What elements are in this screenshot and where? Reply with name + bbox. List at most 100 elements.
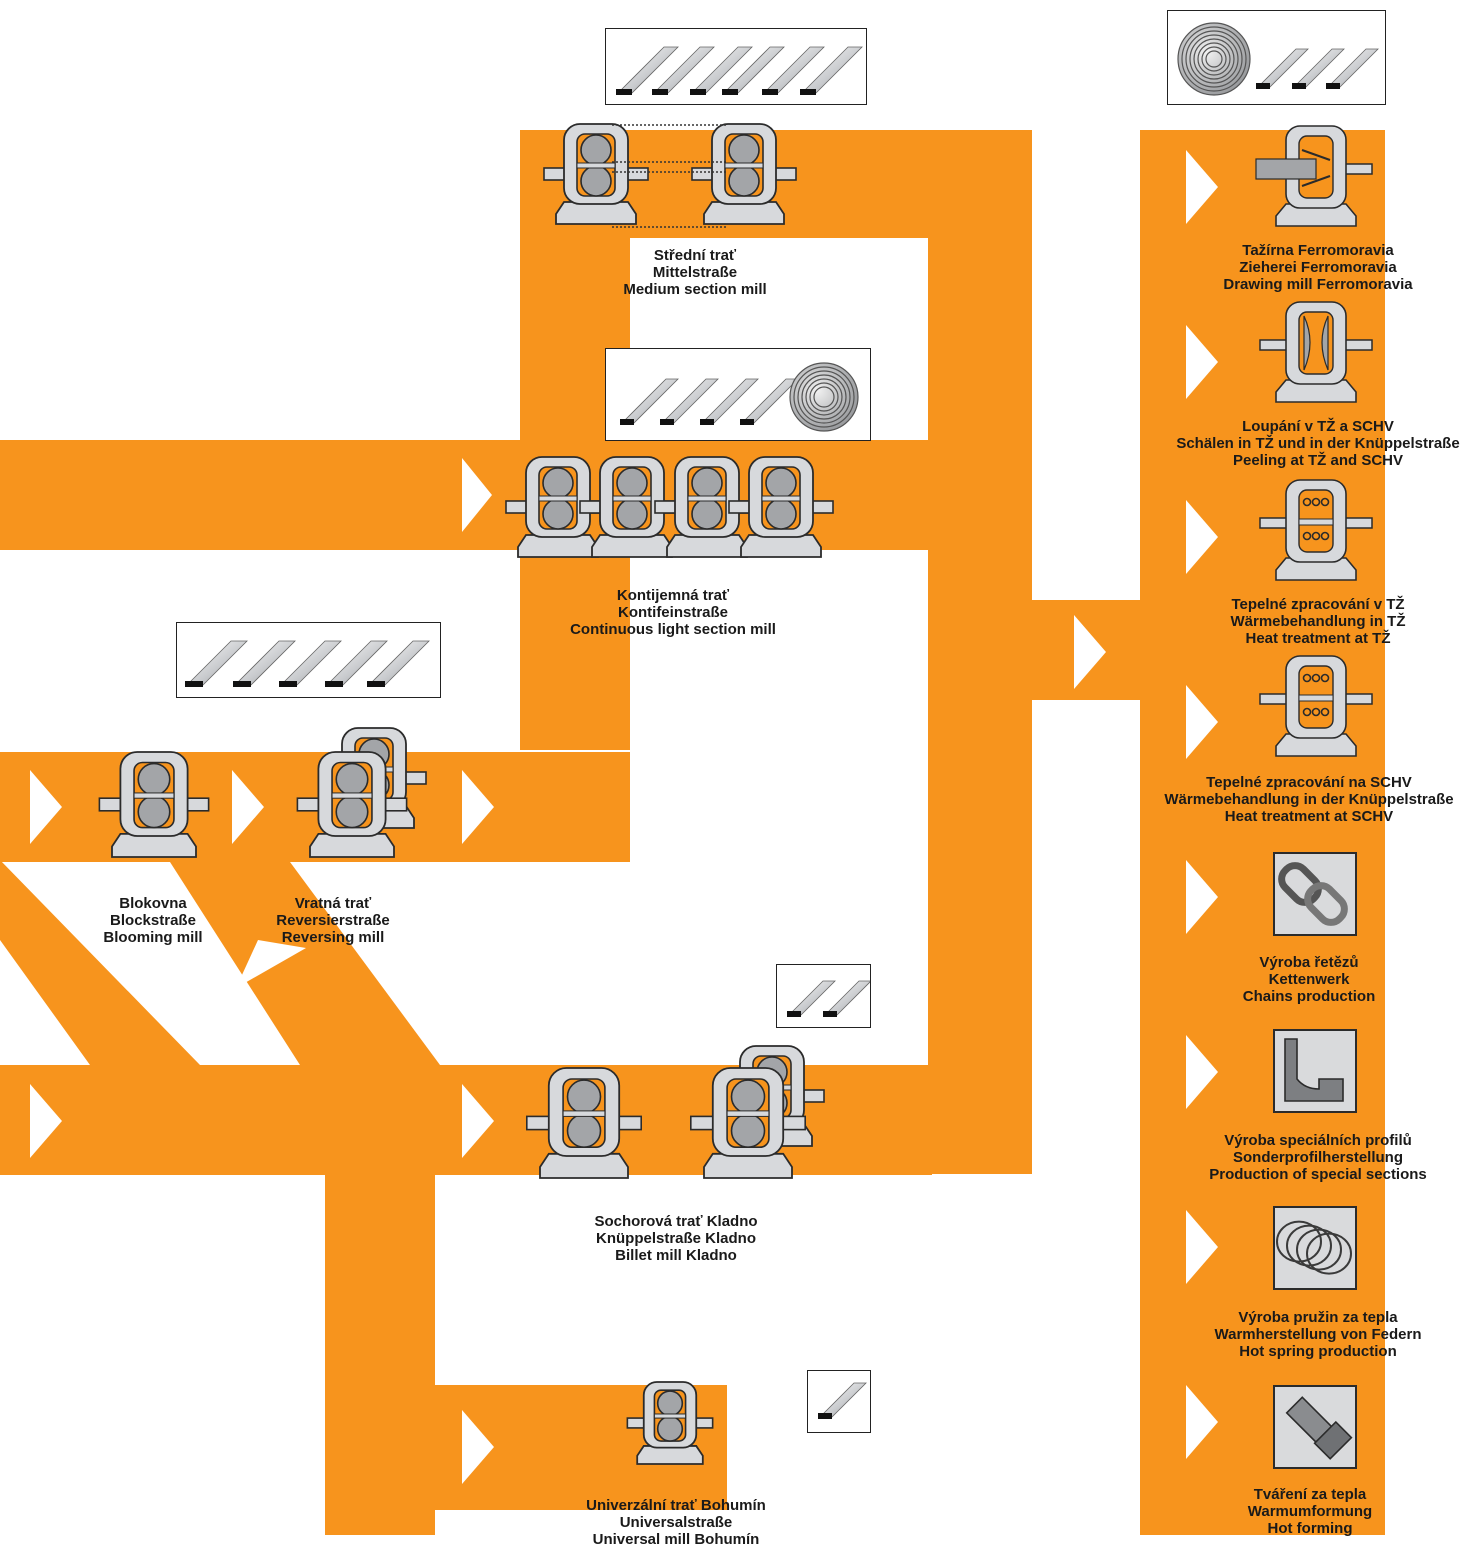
label-line: Tváření za tepla xyxy=(1253,1486,1367,1503)
label-processing-8: Tváření za tepla Warmumformung Hot formi… xyxy=(1248,1486,1372,1537)
arrow-connector xyxy=(1074,615,1106,689)
stand-billet-1 xyxy=(525,1067,642,1179)
product-box-processing xyxy=(1167,10,1386,105)
arrow-proc-4 xyxy=(1186,685,1218,759)
label-line: Universalstraße xyxy=(619,1514,733,1531)
label-processing-7: Výroba pružin za tepla Warmherstellung v… xyxy=(1215,1309,1422,1360)
profile-bar-5 xyxy=(367,640,430,687)
label-line: Tepelné zpracování v TŽ xyxy=(1231,596,1405,613)
mill-stands xyxy=(98,123,834,1465)
flat-bar-icon xyxy=(818,1382,867,1419)
processing-icons xyxy=(1255,125,1373,1469)
stand-reversing-front xyxy=(296,751,408,858)
arrow-billet-b xyxy=(462,1084,494,1158)
label-line: Blockstraße xyxy=(110,912,196,929)
label-line: Sochorová trať Kladno xyxy=(594,1213,758,1230)
label-processing-5: Výroba řetězů Kettenwerk Chains producti… xyxy=(1243,954,1376,1005)
bar-coil-icon xyxy=(620,362,859,432)
label-line: Kontifeinstraße xyxy=(617,604,729,621)
stand-billet-front xyxy=(689,1067,806,1179)
label-processing-1: Tažírna Ferromoravia Zieherei Ferromorav… xyxy=(1223,242,1412,293)
label-line: Universal mill Bohumín xyxy=(592,1531,760,1548)
profiles-icon xyxy=(185,640,430,687)
label-line: Production of special sections xyxy=(1209,1166,1427,1183)
label-line: Peeling at TŽ and SCHV xyxy=(1232,452,1404,469)
label-line: Sonderprofilherstellung xyxy=(1232,1149,1404,1166)
arrow-proc-1 xyxy=(1186,150,1218,224)
label-processing-4: Tepelné zpracování na SCHV Wärmebehandlu… xyxy=(1164,774,1453,825)
section-bar-6 xyxy=(800,46,863,95)
product-box-medium xyxy=(605,28,867,105)
heat-treatment-icon-2 xyxy=(1259,655,1373,757)
wire-coil-icon xyxy=(1177,22,1251,96)
arrow-continuous xyxy=(462,458,492,532)
product-box-billet xyxy=(776,964,872,1028)
section-bar-1 xyxy=(616,46,679,95)
stand-blooming xyxy=(98,751,210,858)
section-bar-4 xyxy=(722,46,785,95)
flow-paths xyxy=(0,130,1385,1535)
profile-bar-1 xyxy=(185,640,248,687)
label-line: Chains production xyxy=(1242,988,1376,1005)
product-box-universal xyxy=(807,1370,871,1433)
special-section-icon xyxy=(1273,1029,1357,1113)
flow-diagonal-left xyxy=(0,860,200,1065)
arrow-proc-3 xyxy=(1186,500,1218,574)
stand-universal xyxy=(626,1381,714,1465)
arrow-proc-8 xyxy=(1186,1385,1218,1459)
heat-treatment-icon-1 xyxy=(1259,479,1373,581)
sections-icon xyxy=(616,46,863,95)
label-line: Kontijemná trať xyxy=(616,587,730,604)
section-bar-3 xyxy=(690,46,753,95)
label-line: Blooming mill xyxy=(103,929,203,946)
section-bar-2 xyxy=(652,46,715,95)
stand-continuous-4 xyxy=(728,456,834,558)
section-bar-5 xyxy=(762,46,825,95)
flow-main-right-down xyxy=(928,130,1032,1174)
billet-icon xyxy=(787,980,872,1017)
stand-continuous-2 xyxy=(579,456,685,558)
arrow-blooming-c xyxy=(462,770,494,844)
label-line: Continuous light section mill xyxy=(570,621,776,638)
label-line: Výroba pružin za tepla xyxy=(1238,1309,1398,1326)
flow-arrows xyxy=(30,150,1218,1484)
label-processing-2: Loupání v TŽ a SCHV Schälen in TŽ und in… xyxy=(1176,418,1459,469)
label-line: Tažírna Ferromoravia xyxy=(1242,242,1394,259)
label-line: Zieherei Ferromoravia xyxy=(1239,259,1397,276)
stand-medium-2 xyxy=(691,123,797,225)
arrow-blooming-b xyxy=(232,770,264,844)
product-box-continuous xyxy=(605,348,871,441)
label-line: Drawing mill Ferromoravia xyxy=(1223,276,1413,293)
label-line: Schälen in TŽ und in der Knüppelstraße xyxy=(1176,435,1460,452)
label-universal-mill: Univerzální trať Bohumín Universalstraße… xyxy=(586,1497,766,1548)
label-line: Medium section mill xyxy=(623,281,767,298)
label-line: Kettenwerk xyxy=(1268,971,1350,988)
arrow-proc-7 xyxy=(1186,1210,1218,1284)
label-line: Vratná trať xyxy=(294,895,372,912)
flat-bar xyxy=(818,1382,867,1419)
label-line: Hot spring production xyxy=(1239,1343,1397,1360)
label-line: Výroba řetězů xyxy=(1259,954,1359,971)
label-line: Reversing mill xyxy=(281,929,385,946)
label-reversing-mill: Vratná trať Reversierstraße Reversing mi… xyxy=(276,895,389,946)
spring-icon xyxy=(1273,1206,1357,1290)
label-line: Knüppelstraße Kladno xyxy=(595,1230,757,1247)
stand-continuous-1 xyxy=(505,456,611,558)
label-line: Reversierstraße xyxy=(276,912,390,929)
drawn-bar-2 xyxy=(1292,48,1345,89)
profile-bar-4 xyxy=(325,640,388,687)
profile-bar-3 xyxy=(279,640,342,687)
label-processing-6: Výroba speciálních profilů Sonderprofilh… xyxy=(1209,1132,1427,1183)
label-line: Mittelstraße xyxy=(652,264,738,281)
drawn-bar-3 xyxy=(1326,48,1379,89)
label-line: Univerzální trať Bohumín xyxy=(586,1497,766,1514)
chain-icon xyxy=(1273,852,1357,936)
label-line: Billet mill Kladno xyxy=(615,1247,737,1264)
continuous-bar-1 xyxy=(620,378,679,425)
label-line: Střední trať xyxy=(653,247,737,264)
arrow-proc-5 xyxy=(1186,860,1218,934)
arrow-proc-6 xyxy=(1186,1035,1218,1109)
arrow-diagonal xyxy=(236,940,306,988)
bolt-icon xyxy=(1273,1385,1357,1469)
label-medium-section-mill: Střední trať Mittelstraße Medium section… xyxy=(623,247,766,298)
